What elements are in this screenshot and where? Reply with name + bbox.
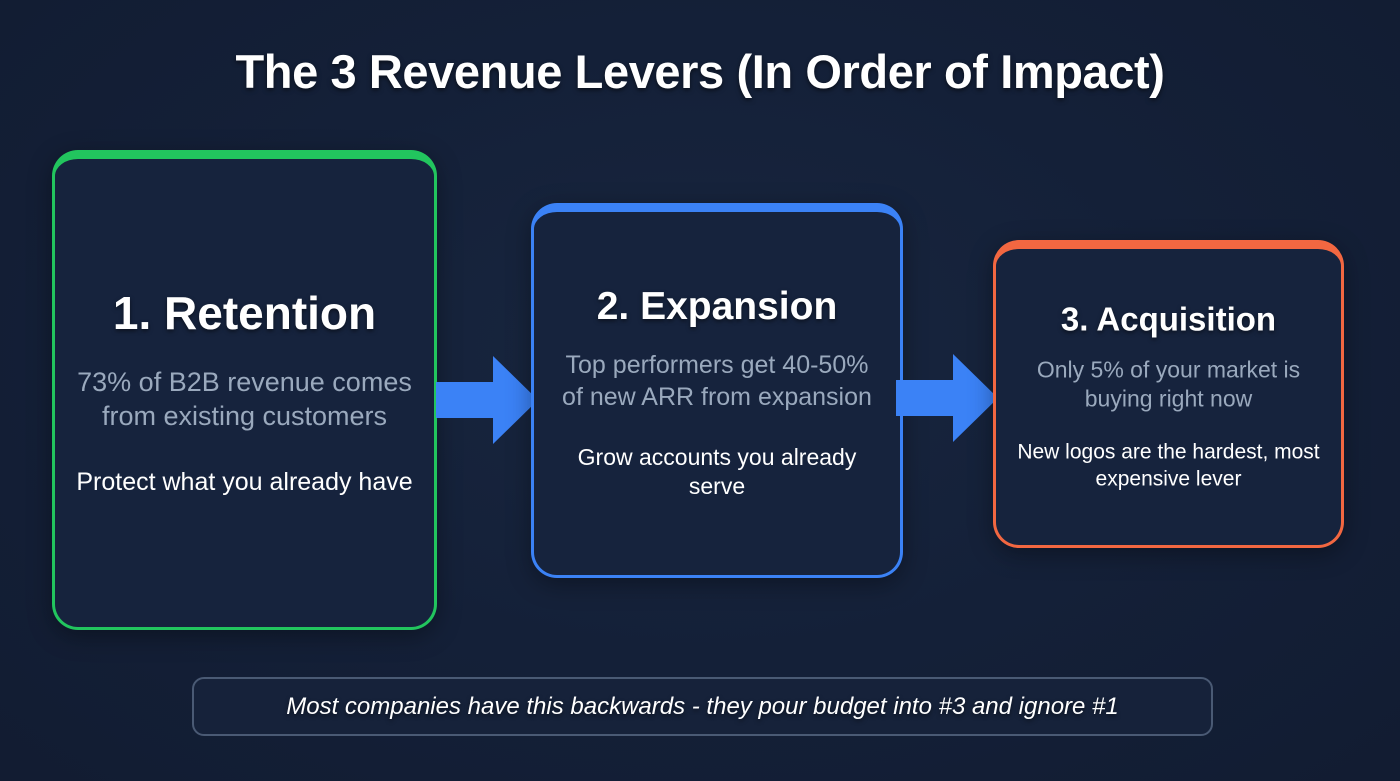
card-heading: 2. Expansion bbox=[596, 284, 838, 328]
card-content: 1. Retention 73% of B2B revenue comes fr… bbox=[55, 288, 434, 498]
card-content: 2. Expansion Top performers get 40-50% o… bbox=[534, 284, 900, 502]
flow-arrow-right-icon bbox=[436, 354, 538, 446]
card-statistic: Top performers get 40-50% of new ARR fro… bbox=[562, 351, 872, 411]
lever-card-expansion[interactable]: 2. Expansion Top performers get 40-50% o… bbox=[531, 203, 903, 578]
card-action: Grow accounts you already serve bbox=[577, 444, 857, 500]
flow-arrow-right-icon bbox=[896, 352, 998, 444]
card-heading: 1. Retention bbox=[112, 286, 377, 339]
card-action: Protect what you already have bbox=[76, 467, 413, 496]
lever-card-retention[interactable]: 1. Retention 73% of B2B revenue comes fr… bbox=[52, 150, 437, 630]
footnote-banner: Most companies have this backwards - the… bbox=[192, 677, 1213, 736]
lever-card-acquisition[interactable]: 3. Acquisition Only 5% of your market is… bbox=[993, 240, 1344, 548]
card-action: New logos are the hardest, most expensiv… bbox=[1017, 440, 1320, 491]
card-content: 3. Acquisition Only 5% of your market is… bbox=[996, 301, 1341, 492]
card-heading: 3. Acquisition bbox=[1060, 300, 1277, 338]
card-statistic: Only 5% of your market is buying right n… bbox=[1036, 356, 1301, 412]
card-statistic: 73% of B2B revenue comes from existing c… bbox=[77, 366, 412, 431]
footnote-text: Most companies have this backwards - the… bbox=[286, 692, 1119, 720]
page-title: The 3 Revenue Levers (In Order of Impact… bbox=[235, 45, 1165, 98]
